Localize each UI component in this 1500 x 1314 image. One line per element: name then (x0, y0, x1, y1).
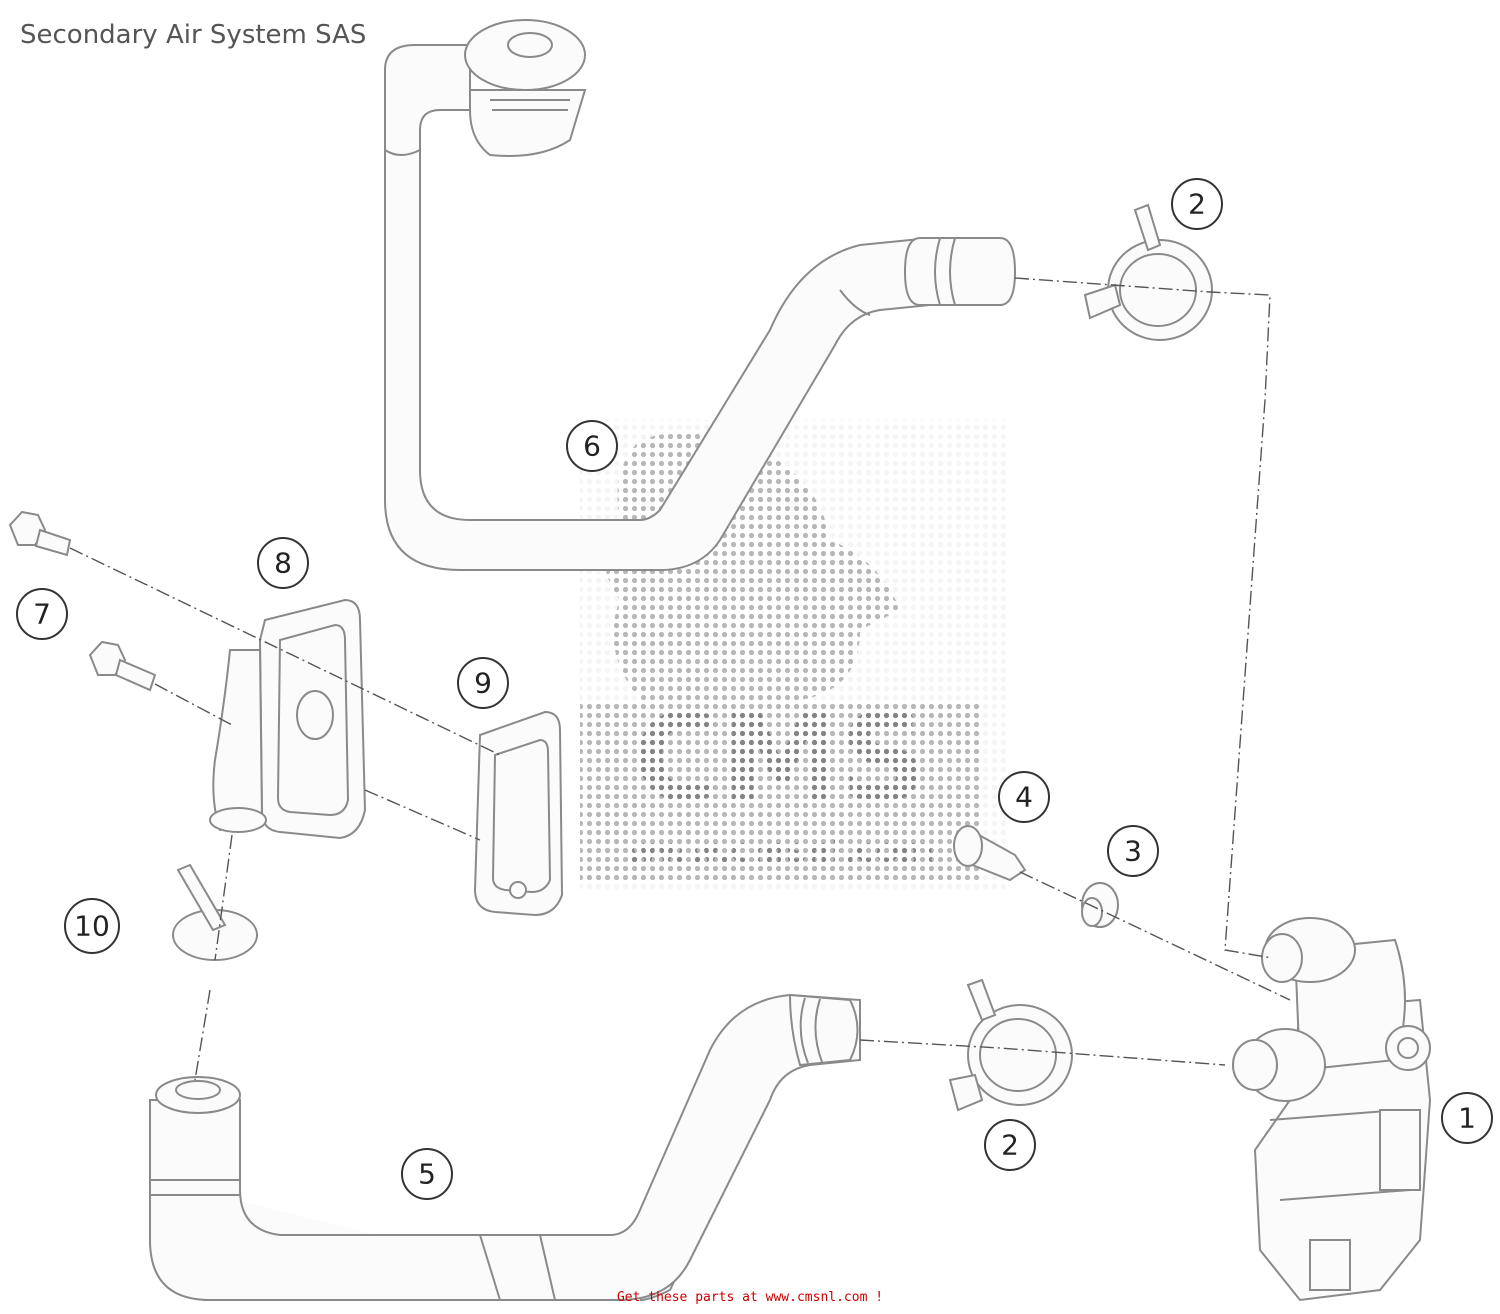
footer-link[interactable]: www.cmsnl.com (765, 1290, 868, 1305)
callout-6: 6 (566, 420, 618, 472)
footer: Get these parts at www.cmsnl.com ! (0, 1290, 1500, 1305)
callout-2-upper-label: 2 (1188, 188, 1206, 221)
callout-8: 8 (257, 537, 309, 589)
callout-10-label: 10 (74, 910, 110, 943)
callout-1: 1 (1441, 1092, 1493, 1144)
page-title: Secondary Air System SAS (20, 20, 367, 50)
callout-5: 5 (401, 1148, 453, 1200)
upper-hose (384, 19, 1017, 571)
callout-1-label: 1 (1458, 1102, 1476, 1135)
grommet (1081, 882, 1119, 928)
sas-valve (1232, 917, 1432, 1302)
filter-element (473, 710, 564, 917)
screw-lower (88, 640, 157, 692)
watermark-brand: CMS (633, 690, 927, 829)
callout-4-label: 4 (1015, 781, 1033, 814)
callout-9: 9 (457, 657, 509, 709)
callout-4: 4 (998, 771, 1050, 823)
callout-2-lower-label: 2 (1001, 1129, 1019, 1162)
callout-10: 10 (64, 898, 120, 954)
hose-clamp-upper (1083, 203, 1213, 341)
footer-suffix: ! (867, 1290, 884, 1305)
callout-3: 3 (1107, 825, 1159, 877)
filter-housing (209, 598, 367, 840)
spacer-bushing (953, 825, 1027, 882)
callout-2-upper: 2 (1171, 178, 1223, 230)
leader-lines (69, 277, 1291, 1081)
callout-3-label: 3 (1124, 835, 1142, 868)
callout-7: 7 (16, 588, 68, 640)
hose-clamp-lower (948, 978, 1073, 1112)
watermark-subtitle: www.cmsnl.com (626, 831, 935, 871)
lower-hose (149, 993, 861, 1301)
callout-2-lower: 2 (984, 1119, 1036, 1171)
callout-7-label: 7 (33, 598, 51, 631)
callout-8-label: 8 (274, 547, 292, 580)
screw-upper (8, 510, 72, 557)
cms-watermark: CMS www.cmsnl.com (580, 420, 1010, 890)
callout-5-label: 5 (418, 1158, 436, 1191)
callout-6-label: 6 (583, 430, 601, 463)
cable-tie (172, 863, 258, 961)
footer-prefix: Get these parts at (616, 1290, 766, 1305)
callout-9-label: 9 (474, 667, 492, 700)
